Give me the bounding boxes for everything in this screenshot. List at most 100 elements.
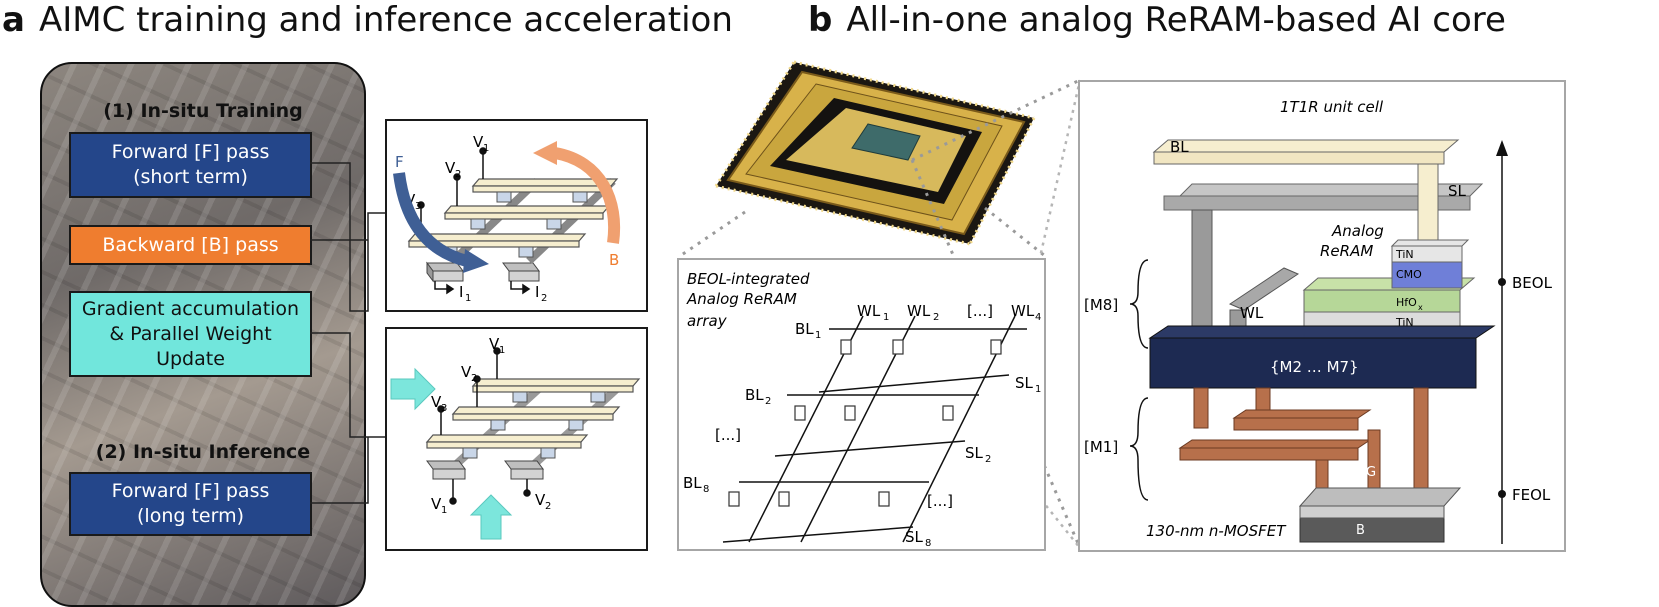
packaged-chip-image bbox=[714, 60, 1036, 246]
panel-b-title: All-in-one analog ReRAM-based AI core bbox=[846, 0, 1506, 40]
row-bars bbox=[425, 378, 641, 449]
wl1-label: WL bbox=[857, 302, 881, 320]
panel-a-letter: a bbox=[2, 0, 25, 40]
training-crossbar-diagram: V 1 V 2 V 3 F B I 1 I 2 bbox=[393, 133, 620, 304]
sl-bar bbox=[1163, 195, 1471, 211]
forward-pass-short-box: Forward [F] pass (short term) bbox=[69, 132, 312, 198]
wl-ellipsis: [...] bbox=[967, 302, 993, 320]
training-crossbar-frame: V 1 V 2 V 3 F B I 1 I 2 bbox=[385, 119, 648, 312]
bl8-label: BL bbox=[683, 474, 702, 492]
unit-cell-frame: 1T1R unit cell BEOL FEOL BL SL TiN CMO H… bbox=[1078, 80, 1566, 552]
v1-label: V bbox=[473, 133, 484, 151]
v3-label: V bbox=[431, 393, 442, 411]
voltage-pins bbox=[437, 347, 531, 505]
sl2-label: SL bbox=[965, 444, 984, 462]
bottom-v2-label: V bbox=[535, 491, 546, 509]
backward-arrow bbox=[553, 147, 620, 244]
bl2-sub: 2 bbox=[765, 396, 771, 407]
input-arrow-right bbox=[390, 367, 436, 411]
array-caption: BEOL-integrated Analog ReRAM array bbox=[686, 270, 814, 330]
bottom-v2-sub: 2 bbox=[545, 501, 551, 512]
sl8-label: SL bbox=[905, 528, 924, 546]
update-crossbar-frame: V 1 V 2 V 3 V 1 V 2 bbox=[385, 327, 648, 551]
i1-sub: 1 bbox=[465, 293, 471, 304]
bl8-sub: 8 bbox=[703, 484, 709, 495]
backward-pass-box: Backward [B] pass bbox=[69, 225, 312, 265]
cmo-label: CMO bbox=[1396, 268, 1422, 281]
wl4-sub: 4 bbox=[1035, 312, 1041, 323]
m1-label: [M1] bbox=[1084, 438, 1118, 456]
input-arrow-up bbox=[469, 494, 513, 540]
v2-sub: 2 bbox=[471, 373, 477, 384]
unit-cell-title: 1T1R unit cell bbox=[1280, 98, 1384, 116]
panel-a-heading: a AIMC training and inference acceleratio… bbox=[2, 0, 733, 40]
bl-label: BL bbox=[1170, 138, 1189, 156]
col-ellipsis: [...] bbox=[927, 492, 953, 510]
sl-via bbox=[1191, 209, 1213, 339]
i2-label: I bbox=[535, 283, 539, 301]
m1-bracket bbox=[1129, 397, 1149, 501]
bottom-v1-sub: 1 bbox=[441, 505, 447, 516]
bl-via bbox=[1417, 163, 1439, 241]
v3-sub: 3 bbox=[441, 403, 447, 414]
training-inference-panel: (1) In-situ Training Forward [F] pass (s… bbox=[40, 62, 366, 607]
wl-label: WL bbox=[1240, 304, 1264, 322]
i1-label: I bbox=[459, 283, 463, 301]
tin-top-label: TiN bbox=[1395, 248, 1414, 261]
metal-stack-label: {M2 … M7} bbox=[1270, 358, 1359, 376]
sl1-sub: 1 bbox=[1035, 384, 1041, 395]
axis-arrowhead bbox=[1496, 140, 1508, 156]
bl1-label: BL bbox=[795, 320, 814, 338]
sl2-sub: 2 bbox=[985, 454, 991, 465]
backward-arrow-label: B bbox=[609, 251, 619, 269]
reram-cells bbox=[462, 391, 606, 459]
gradient-update-box: Gradient accumulation & Parallel Weight … bbox=[69, 291, 312, 377]
v2-label: V bbox=[461, 363, 472, 381]
v1-label: V bbox=[489, 335, 500, 353]
cmo-layer bbox=[1391, 261, 1463, 289]
reram-array-schematic: BEOL-integrated Analog ReRAM array BL 1 … bbox=[683, 270, 1041, 549]
update-crossbar-diagram: V 1 V 2 V 3 V 1 V 2 bbox=[390, 335, 641, 540]
beol-label: BEOL bbox=[1512, 274, 1553, 292]
v2-label: V bbox=[445, 159, 456, 177]
array-wires bbox=[722, 315, 1027, 543]
wl2-label: WL bbox=[907, 302, 931, 320]
forward-pass-long-box: Forward [F] pass (long term) bbox=[69, 472, 312, 536]
analog-reram-layer bbox=[1303, 289, 1461, 313]
hfox-sub: x bbox=[1418, 303, 1423, 312]
bottom-v1-label: V bbox=[431, 495, 442, 513]
hfox-label: HfO bbox=[1396, 296, 1417, 309]
bl1-sub: 1 bbox=[815, 330, 821, 341]
forward-arrow-label: F bbox=[395, 153, 404, 171]
metal-stack-block bbox=[1149, 337, 1477, 389]
column-rails bbox=[426, 178, 616, 283]
gate-label: G bbox=[1366, 465, 1376, 480]
analog-reram-label: Analog ReRAM bbox=[1320, 222, 1389, 260]
m8-bracket bbox=[1129, 259, 1149, 349]
bl-bar bbox=[1153, 151, 1445, 165]
wl2-sub: 2 bbox=[933, 312, 939, 323]
reram-array-frame: BEOL-integrated Analog ReRAM array BL 1 … bbox=[677, 258, 1046, 551]
v1-sub: 1 bbox=[483, 143, 489, 154]
wl1-sub: 1 bbox=[883, 312, 889, 323]
i2-sub: 2 bbox=[541, 293, 547, 304]
copper-interconnect bbox=[1178, 387, 1429, 489]
in-situ-training-title: (1) In-situ Training bbox=[103, 100, 303, 122]
sl-label: SL bbox=[1448, 182, 1467, 200]
array-cells bbox=[728, 339, 1002, 507]
sl8-sub: 8 bbox=[925, 538, 931, 549]
forward-arrow bbox=[393, 172, 469, 267]
unit-cell-diagram: 1T1R unit cell BEOL FEOL BL SL TiN CMO H… bbox=[1084, 98, 1553, 544]
mosfet-label: 130-nm n-MOSFET bbox=[1146, 522, 1287, 540]
panel-a-title: AIMC training and inference acceleration bbox=[38, 0, 733, 40]
sl1-label: SL bbox=[1015, 374, 1034, 392]
v3-sub: 3 bbox=[415, 201, 421, 212]
row-bars bbox=[407, 178, 619, 248]
body-label: B bbox=[1356, 523, 1365, 538]
wl4-label: WL bbox=[1011, 302, 1035, 320]
row-ellipsis: [...] bbox=[715, 426, 741, 444]
m8-label: [M8] bbox=[1084, 296, 1118, 314]
in-situ-inference-title: (2) In-situ Inference bbox=[95, 441, 311, 463]
bl2-label: BL bbox=[745, 386, 764, 404]
voltage-pins bbox=[417, 147, 487, 234]
